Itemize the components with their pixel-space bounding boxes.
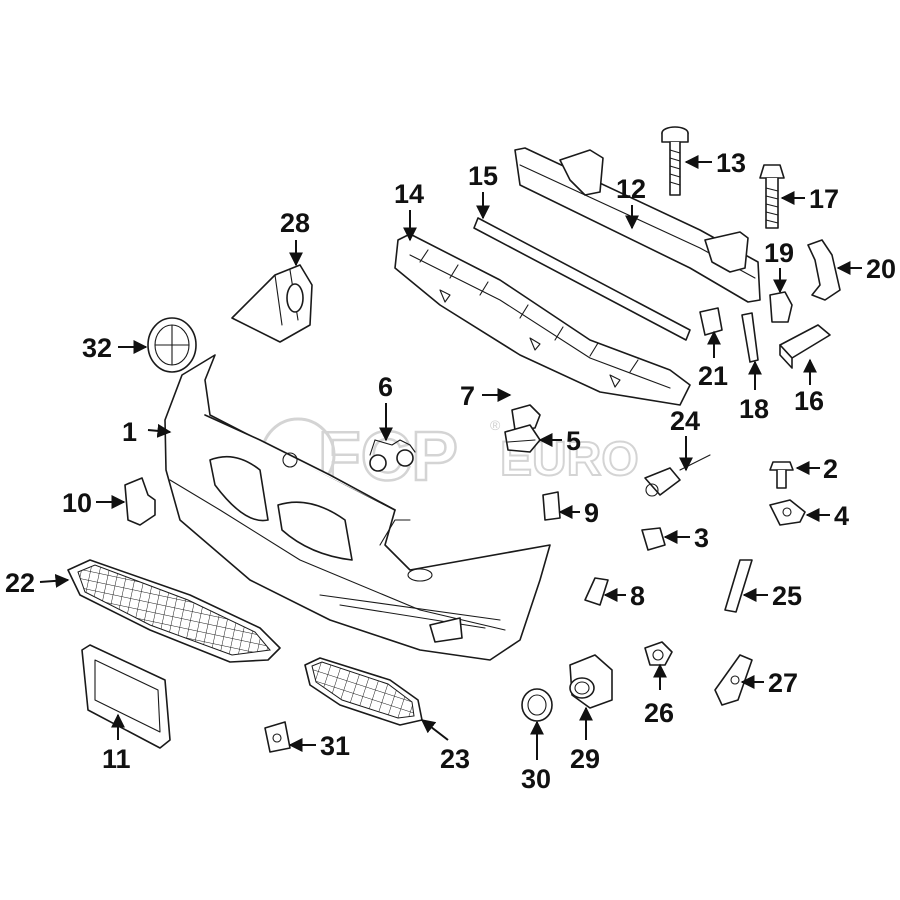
- callout-23: 23: [440, 744, 470, 774]
- part-11-license-bracket[interactable]: [81, 644, 171, 749]
- part-15-seal-strip[interactable]: [473, 217, 691, 341]
- part-4-clip-nut[interactable]: [769, 499, 806, 526]
- part-32-emblem[interactable]: [147, 317, 197, 373]
- callout-3: 3: [694, 523, 709, 553]
- part-31-clip[interactable]: [264, 721, 291, 753]
- callout-11: 11: [102, 744, 131, 774]
- callout-29: 29: [570, 744, 600, 774]
- callout-1: 1: [122, 417, 137, 447]
- part-19-bracket[interactable]: [769, 291, 793, 323]
- callout-26: 26: [644, 698, 674, 728]
- callout-21: 21: [698, 361, 728, 391]
- callout-5: 5: [566, 426, 581, 456]
- part-2-screw[interactable]: [769, 461, 794, 489]
- callout-8: 8: [630, 581, 645, 611]
- part-3-grommet[interactable]: [641, 527, 666, 551]
- part-5-jet-cover[interactable]: [504, 424, 541, 453]
- callout-15: 15: [468, 161, 498, 191]
- callout-28: 28: [280, 208, 310, 238]
- part-6-connector[interactable]: [369, 439, 416, 472]
- part-23-side-grille[interactable]: [304, 657, 423, 726]
- callout-22: 22: [5, 568, 35, 598]
- part-7-cover[interactable]: [511, 404, 541, 431]
- callout-9: 9: [584, 498, 599, 528]
- callout-4: 4: [834, 501, 849, 531]
- part-18-strip[interactable]: [741, 312, 759, 363]
- part-20-bracket[interactable]: [807, 239, 841, 301]
- part-25-trim[interactable]: [724, 559, 753, 613]
- part-26-sensor[interactable]: [644, 641, 673, 666]
- part-13-bolt[interactable]: [661, 126, 689, 196]
- callout-2: 2: [823, 454, 838, 484]
- part-24-sensor[interactable]: [644, 454, 711, 497]
- callout-16: 16: [794, 386, 824, 416]
- callout-30: 30: [521, 764, 551, 794]
- callout-7: 7: [460, 381, 475, 411]
- callout-14: 14: [394, 179, 424, 209]
- callout-18: 18: [739, 394, 769, 424]
- part-10-bracket[interactable]: [124, 477, 156, 526]
- leader-lines: [39, 155, 862, 760]
- part-22-lower-grille[interactable]: [67, 559, 281, 663]
- part-1-bumper-cover[interactable]: [164, 354, 551, 661]
- part-30-cap[interactable]: [521, 688, 553, 722]
- part-21-clip[interactable]: [699, 307, 723, 336]
- callout-25: 25: [772, 581, 802, 611]
- callout-31: 31: [320, 731, 350, 761]
- part-27-bracket[interactable]: [714, 654, 753, 706]
- watermark-registered: ®: [490, 417, 501, 433]
- callout-17: 17: [809, 184, 839, 214]
- part-16-foam-block[interactable]: [779, 324, 831, 369]
- part-9-bracket[interactable]: [542, 491, 561, 521]
- part-28-air-duct[interactable]: [231, 264, 313, 343]
- callout-10: 10: [62, 488, 92, 518]
- callout-19: 19: [764, 238, 794, 268]
- part-17-bolt[interactable]: [759, 164, 785, 229]
- callout-20: 20: [866, 254, 896, 284]
- callout-labels: 1 2 3 4 5 6 7 8 9 10 11 12 13 14 15 16 1…: [5, 148, 896, 794]
- callout-32: 32: [82, 333, 112, 363]
- part-29-pdc-sensor[interactable]: [569, 654, 613, 709]
- callout-12: 12: [616, 174, 646, 204]
- part-14-absorber[interactable]: [394, 233, 691, 406]
- callout-13: 13: [716, 148, 746, 178]
- part-8-trim[interactable]: [584, 577, 609, 606]
- callout-6: 6: [378, 372, 393, 402]
- callout-24: 24: [670, 406, 700, 436]
- callout-27: 27: [768, 668, 798, 698]
